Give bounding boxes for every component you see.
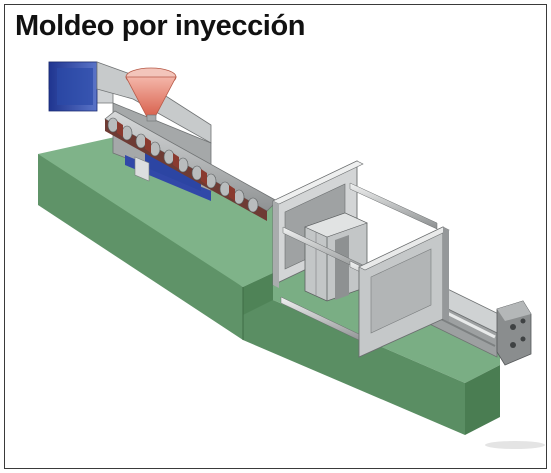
- screw-icon: [104, 110, 278, 221]
- figure-title: Moldeo por inyección: [15, 10, 306, 42]
- clamping-unit-icon: [272, 160, 364, 288]
- moving-platen-icon: [358, 226, 450, 358]
- figure-frame: Moldeo por inyección: [4, 4, 547, 469]
- hopper-icon: [125, 67, 177, 122]
- floor-shadow: [485, 441, 545, 449]
- injection-molding-machine-illustration: [38, 61, 545, 449]
